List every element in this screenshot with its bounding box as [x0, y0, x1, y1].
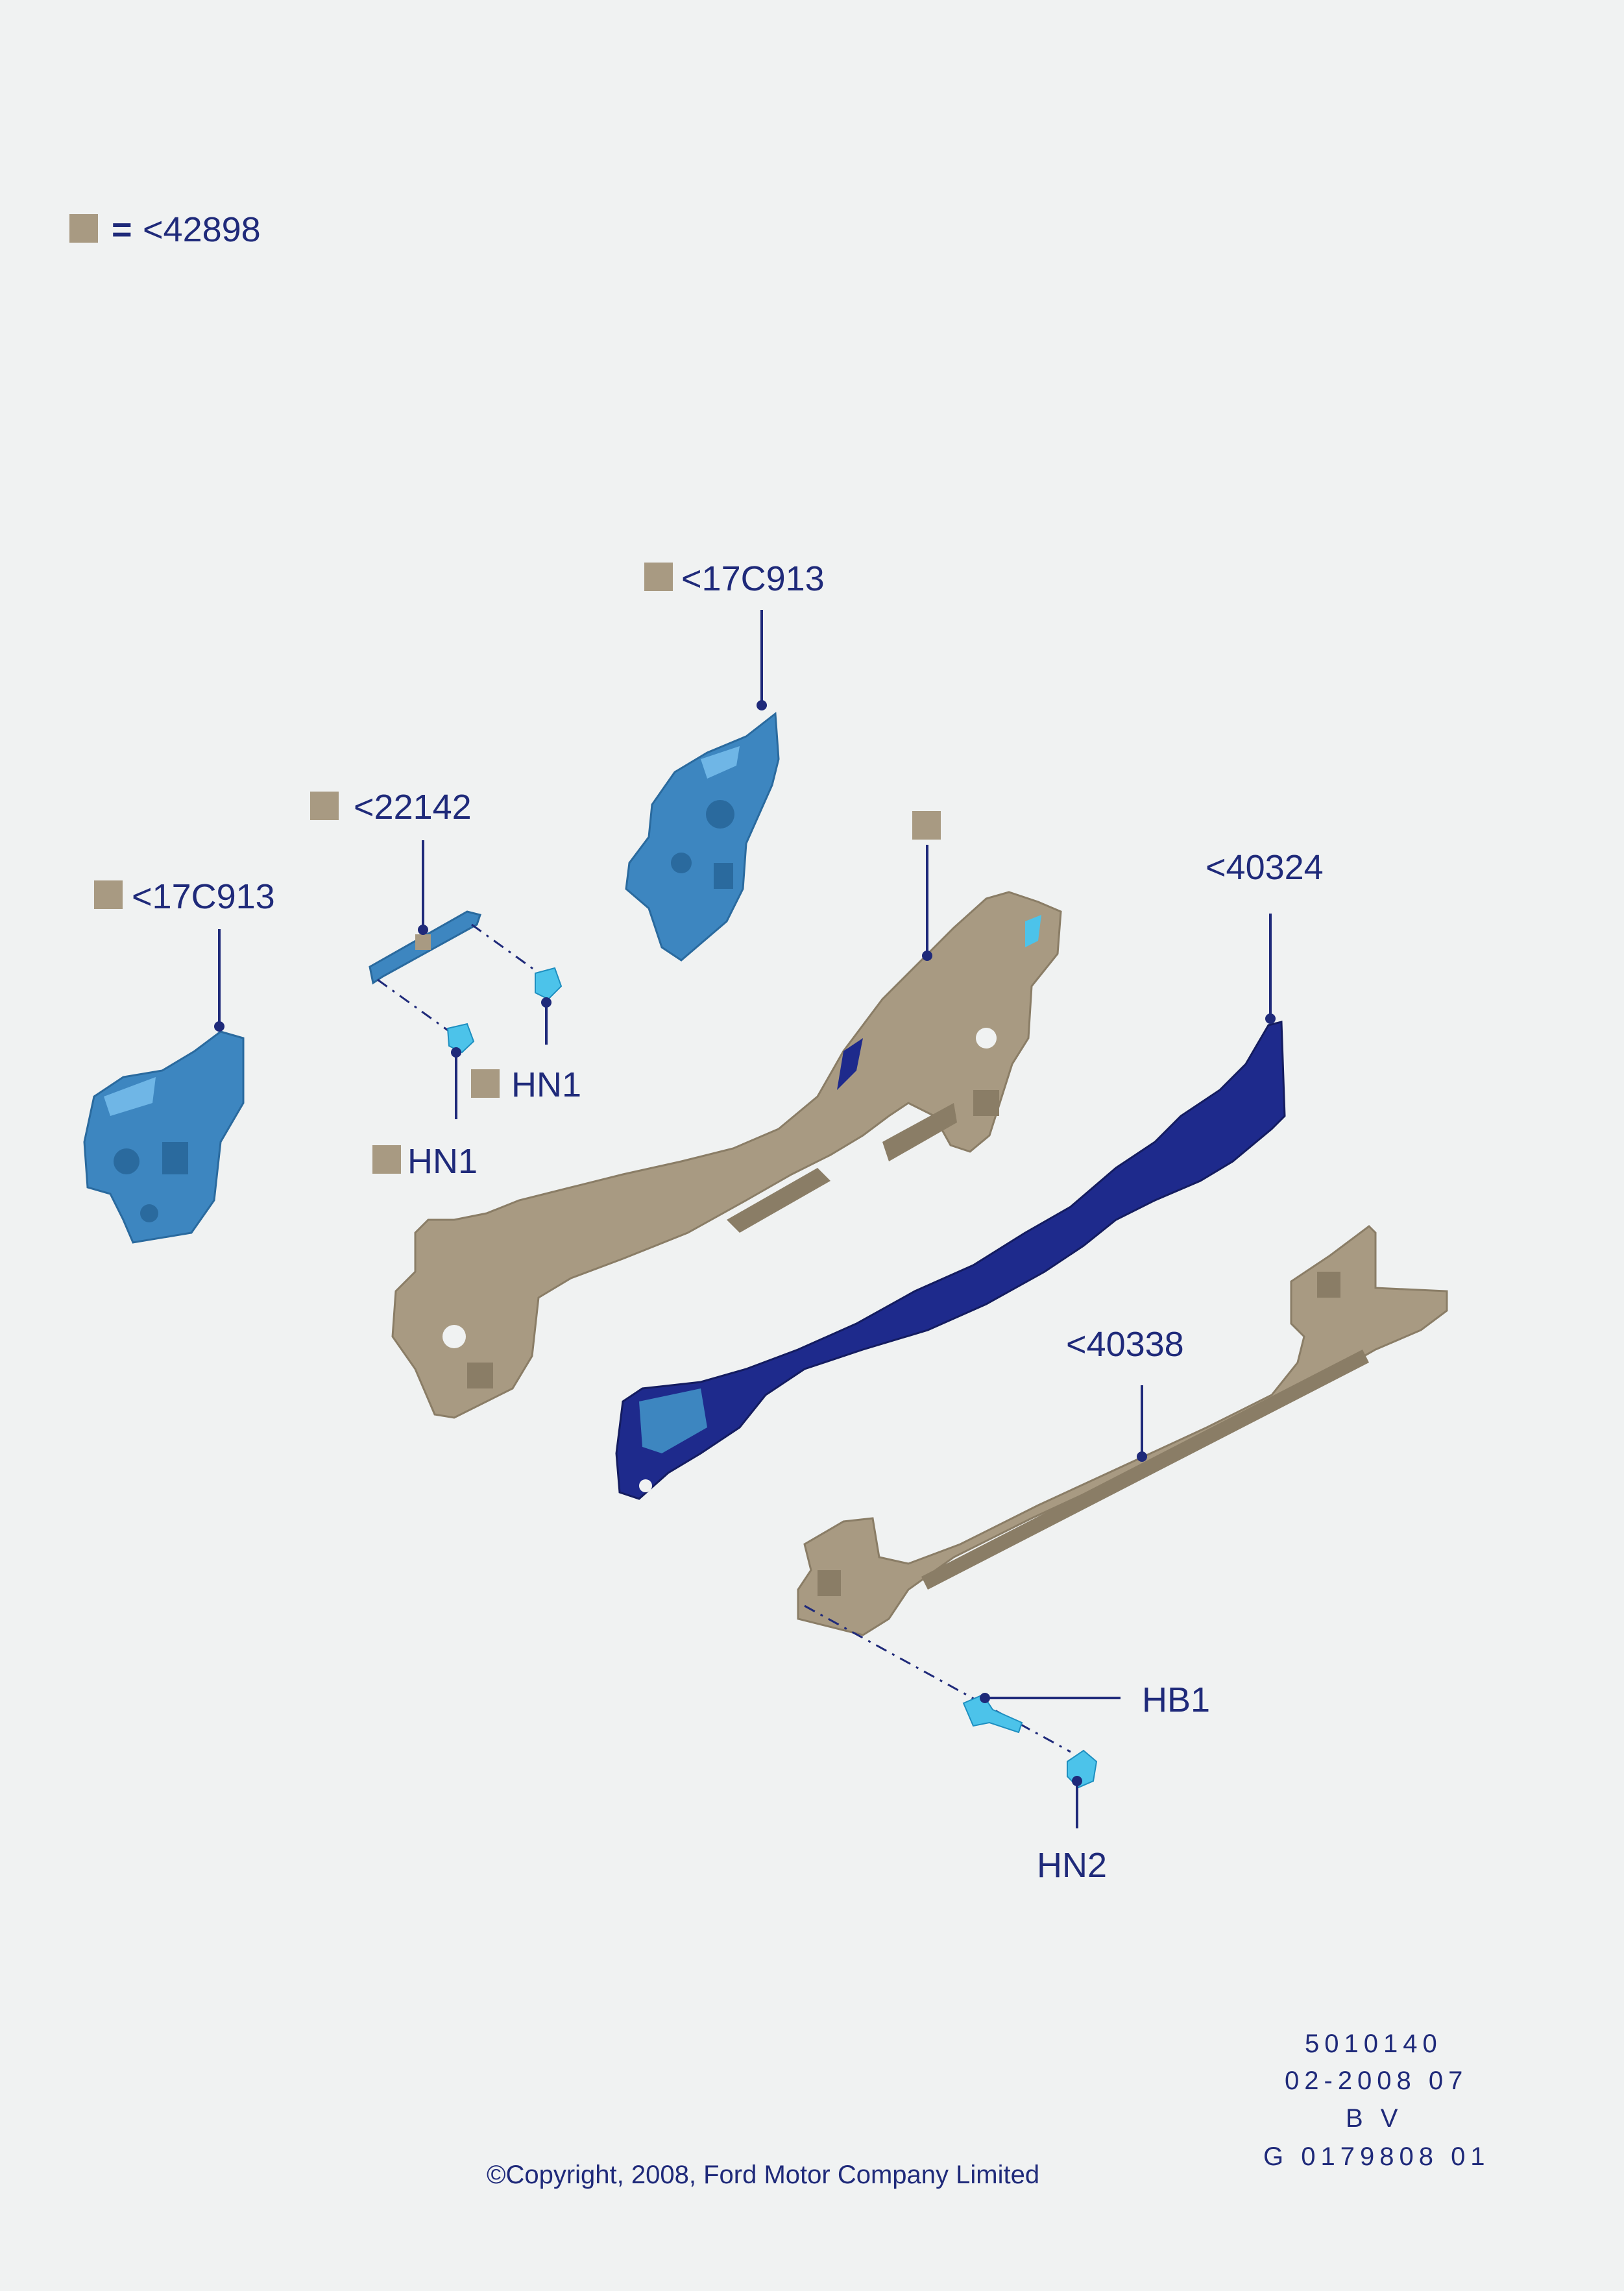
meta-line-4: G 0179808 01	[1263, 2142, 1490, 2171]
fasteners-hb1-hn2: HB1 HN2	[804, 1605, 1210, 1885]
legend-swatch	[69, 214, 98, 243]
callout-hn2-label: HN2	[1037, 1846, 1107, 1885]
bolt-hb1	[962, 1693, 1023, 1734]
callout-22142: <22142	[310, 788, 472, 935]
meta-line-3: B V	[1346, 2104, 1403, 2133]
legend-equals: =	[112, 210, 132, 249]
legend: = <42898	[69, 210, 261, 249]
callout-40338-label: <40338	[1066, 1325, 1184, 1364]
nut-hn1-right: HN1	[471, 923, 581, 1104]
callout-17c913-top: <17C913	[644, 559, 825, 710]
copyright: ©Copyright, 2008, Ford Motor Company Lim…	[487, 2161, 1039, 2189]
legend-code: <42898	[143, 210, 261, 249]
callout-40324-label: <40324	[1206, 848, 1324, 887]
callout-hn1-left-label: HN1	[407, 1142, 478, 1181]
drawing-meta: 5010140 02-2008 07 B V G 0179808 01	[1263, 2030, 1490, 2171]
part-17c913-top-bracket	[625, 712, 780, 962]
callout-17c913-left-label: <17C913	[132, 877, 275, 916]
part-17c913-left-bracket	[83, 1030, 245, 1244]
part-40338-bumper-beam	[797, 1225, 1448, 1636]
part-40324-reinforcement	[615, 1021, 1286, 1500]
callout-42898-crossmember	[912, 811, 941, 961]
nut-hn1-left: HN1	[372, 978, 478, 1181]
callout-40338: <40338	[1066, 1325, 1184, 1462]
part-22142-bracket	[369, 910, 481, 985]
callout-17c913-left: <17C913	[94, 877, 275, 1032]
callout-40324: <40324	[1206, 848, 1324, 1024]
part-42898-upper-crossmember	[391, 891, 1062, 1419]
meta-line-2: 02-2008 07	[1285, 2067, 1468, 2095]
callout-hb1-label: HB1	[1142, 1680, 1210, 1719]
callout-17c913-top-label: <17C913	[681, 559, 825, 598]
callout-22142-label: <22142	[354, 788, 472, 827]
callout-hn1-right-label: HN1	[511, 1065, 581, 1104]
meta-line-1: 5010140	[1305, 2030, 1442, 2058]
